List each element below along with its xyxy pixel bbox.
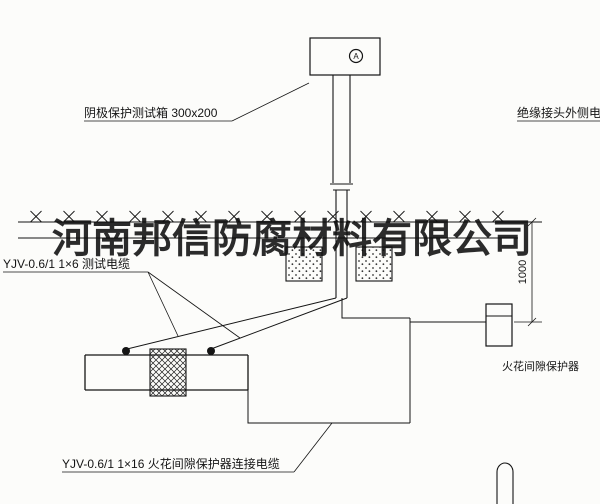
leader-line [293,422,333,473]
leader-line-2 [147,271,241,339]
spark-gap-cables [247,298,486,424]
leader-line-1 [147,271,179,337]
ground-line [18,210,542,239]
cable-weld-dot-2 [207,347,215,355]
test-box-post [330,75,353,298]
foundation-block-right [355,246,393,282]
dimension-tick-bottom [527,317,537,327]
cable-post-to-junction [341,298,410,319]
dimension-tick-top [527,217,537,227]
test-box-body [309,37,381,76]
pipe-coupling [149,348,187,397]
meter-circle-icon [348,48,364,64]
insulation-cable-label: 绝缘接头外侧电缆 [517,105,600,120]
test-cable-1 [126,297,337,350]
test-cable-2 [210,297,348,350]
protector-label: 火花间隙保护器 [502,359,579,373]
test-box-label: 阴极保护测试箱 300x200 [84,105,218,120]
leader-line [231,82,310,122]
cable-pipe-to-junction [247,390,410,424]
spark-gap-protector: 火花间隙保护器 [485,303,579,373]
protector-body [485,303,513,347]
spark-cable-label: YJV-0.6/1 1×16 火花间隙保护器连接电缆 [62,456,280,471]
insulation-cable-label-group: 绝缘接头外侧电缆 [517,105,600,122]
pipeline [84,347,249,397]
stub-arc [496,462,514,473]
test-cable-label: YJV-0.6/1 1×6 测试电缆 [3,256,130,271]
spark-cable-label-group: YJV-0.6/1 1×16 火花间隙保护器连接电缆 [62,422,333,473]
test-box-label-group: 阴极保护测试箱 300x200 [84,82,310,122]
test-cables [126,297,348,350]
dimension-1000: 1000 [514,217,542,327]
pipe-stub-symbol [496,462,514,504]
cable-weld-dot-1 [122,347,130,355]
concrete-foundations [285,246,393,282]
company-watermark: 河南邦信防腐材料有限公司 [52,217,532,261]
test-cable-label-group: YJV-0.6/1 1×6 测试电缆 [3,256,241,339]
foundation-block-left [285,246,323,282]
test-box: A [309,37,381,76]
dimension-text: 1000 [517,260,529,284]
meter-letter: A [353,52,359,61]
